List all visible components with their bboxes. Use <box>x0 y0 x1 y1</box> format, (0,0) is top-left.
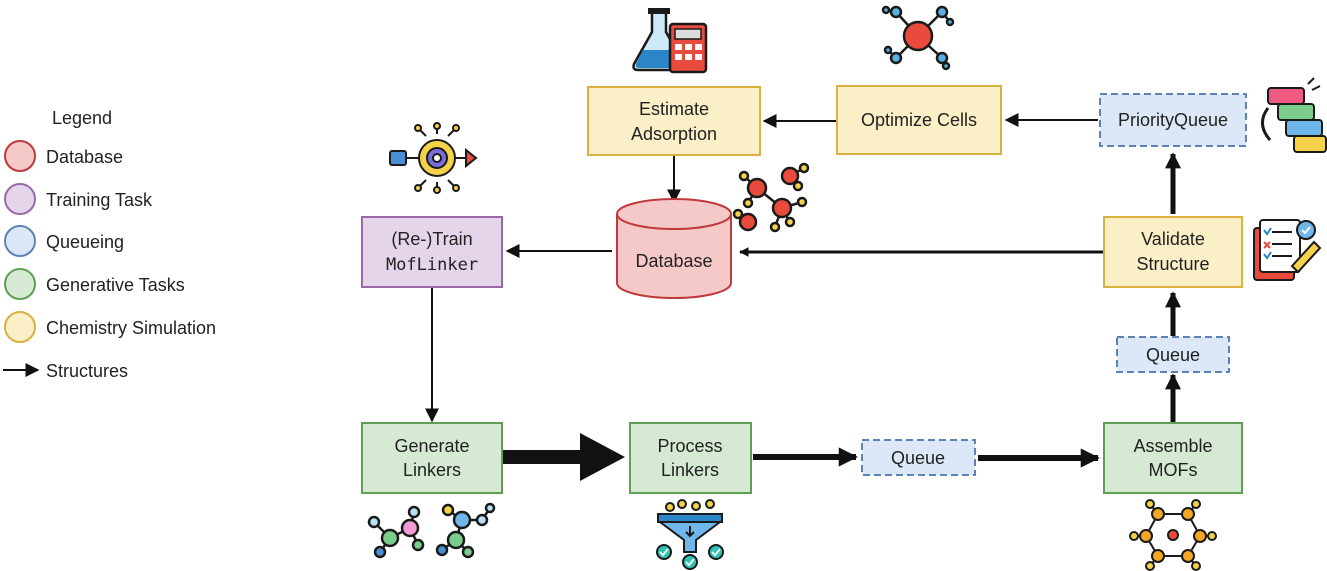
node-optimize-cells-label: Optimize Cells <box>861 110 977 130</box>
legend-swatch-queue <box>4 225 36 257</box>
legend-item-generative: Generative Tasks <box>4 268 185 300</box>
edges <box>425 113 1182 481</box>
molecules-icon <box>732 162 810 233</box>
node-generate-line1: Generate <box>394 436 469 456</box>
node-queue-right: Queue <box>1116 336 1230 373</box>
node-priority-queue: PriorityQueue <box>1099 93 1247 147</box>
node-generate-linkers: Generate Linkers <box>361 422 503 494</box>
node-queue-right-box <box>1116 336 1230 373</box>
node-queue-bottom-box <box>861 439 976 476</box>
legend-label-simulation: Chemistry Simulation <box>46 318 216 338</box>
node-process-line2: Linkers <box>661 460 719 480</box>
node-database: Database <box>616 198 732 299</box>
legend-swatch-training <box>4 183 36 215</box>
node-generate-line2: Linkers <box>403 460 461 480</box>
legend-item-queue: Queueing <box>4 225 124 257</box>
node-optimize-cells: Optimize Cells <box>836 85 1002 155</box>
legend-label-database: Database <box>46 147 123 167</box>
mof-framework-icon <box>1129 499 1217 571</box>
node-estimate-adsorption-box <box>587 86 761 156</box>
legend-swatch-simulation <box>4 311 36 343</box>
node-priority-queue-box <box>1099 93 1247 147</box>
filter-funnel-icon <box>656 499 724 570</box>
node-queue-bottom: Queue <box>861 439 976 476</box>
legend-item-database: Database <box>4 140 123 172</box>
legend-item-structures: Structures <box>3 361 128 381</box>
node-retrain-box <box>361 216 503 288</box>
node-estimate-adsorption-line1: Estimate <box>639 99 709 119</box>
legend-swatch-generative <box>4 268 36 300</box>
node-process-linkers: Process Linkers <box>629 422 752 494</box>
priority-list-icon <box>1261 77 1327 153</box>
node-process-line1: Process <box>657 436 722 456</box>
node-assemble-line1: Assemble <box>1133 436 1212 456</box>
node-estimate-adsorption: Estimate Adsorption <box>587 86 761 156</box>
node-assemble-line2: MOFs <box>1149 460 1198 480</box>
node-database-label: Database <box>635 251 712 271</box>
molecule-icon <box>881 5 955 71</box>
node-validate-box <box>1103 216 1243 288</box>
node-retrain-line2: MofLinker <box>386 255 478 275</box>
legend-label-queue: Queueing <box>46 232 124 252</box>
node-queue-right-label: Queue <box>1146 345 1200 365</box>
node-validate-structure: Validate Structure <box>1103 216 1243 288</box>
node-database-top <box>616 198 732 230</box>
node-estimate-adsorption-line2: Adsorption <box>631 124 717 144</box>
node-validate-line2: Structure <box>1136 254 1209 274</box>
ai-gear-icon <box>389 122 478 194</box>
edge-generate-process <box>503 433 625 481</box>
legend-title: Legend <box>52 108 112 128</box>
node-queue-bottom-label: Queue <box>891 448 945 468</box>
node-generate-box <box>361 422 503 494</box>
node-priority-queue-label: PriorityQueue <box>1118 110 1228 130</box>
node-retrain-line1: (Re-)Train <box>391 229 472 249</box>
node-process-box <box>629 422 752 494</box>
legend: Legend Database Training Task Queueing G… <box>3 108 216 381</box>
legend-label-training: Training Task <box>46 190 153 210</box>
legend-swatch-database <box>4 140 36 172</box>
legend-label-structures: Structures <box>46 361 128 381</box>
node-assemble-box <box>1103 422 1243 494</box>
linker-molecules-icon <box>367 502 496 559</box>
legend-label-generative: Generative Tasks <box>46 275 185 295</box>
legend-item-simulation: Chemistry Simulation <box>4 311 216 343</box>
node-retrain-moflinker: (Re-)Train MofLinker <box>361 216 503 288</box>
node-assemble-mofs: Assemble MOFs <box>1103 422 1243 494</box>
node-validate-line1: Validate <box>1141 229 1205 249</box>
checklist-icon <box>1253 219 1322 281</box>
node-database-body <box>616 214 732 299</box>
legend-item-training: Training Task <box>4 183 153 215</box>
node-optimize-cells-box <box>836 85 1002 155</box>
lab-flask-calculator-icon <box>632 8 708 74</box>
